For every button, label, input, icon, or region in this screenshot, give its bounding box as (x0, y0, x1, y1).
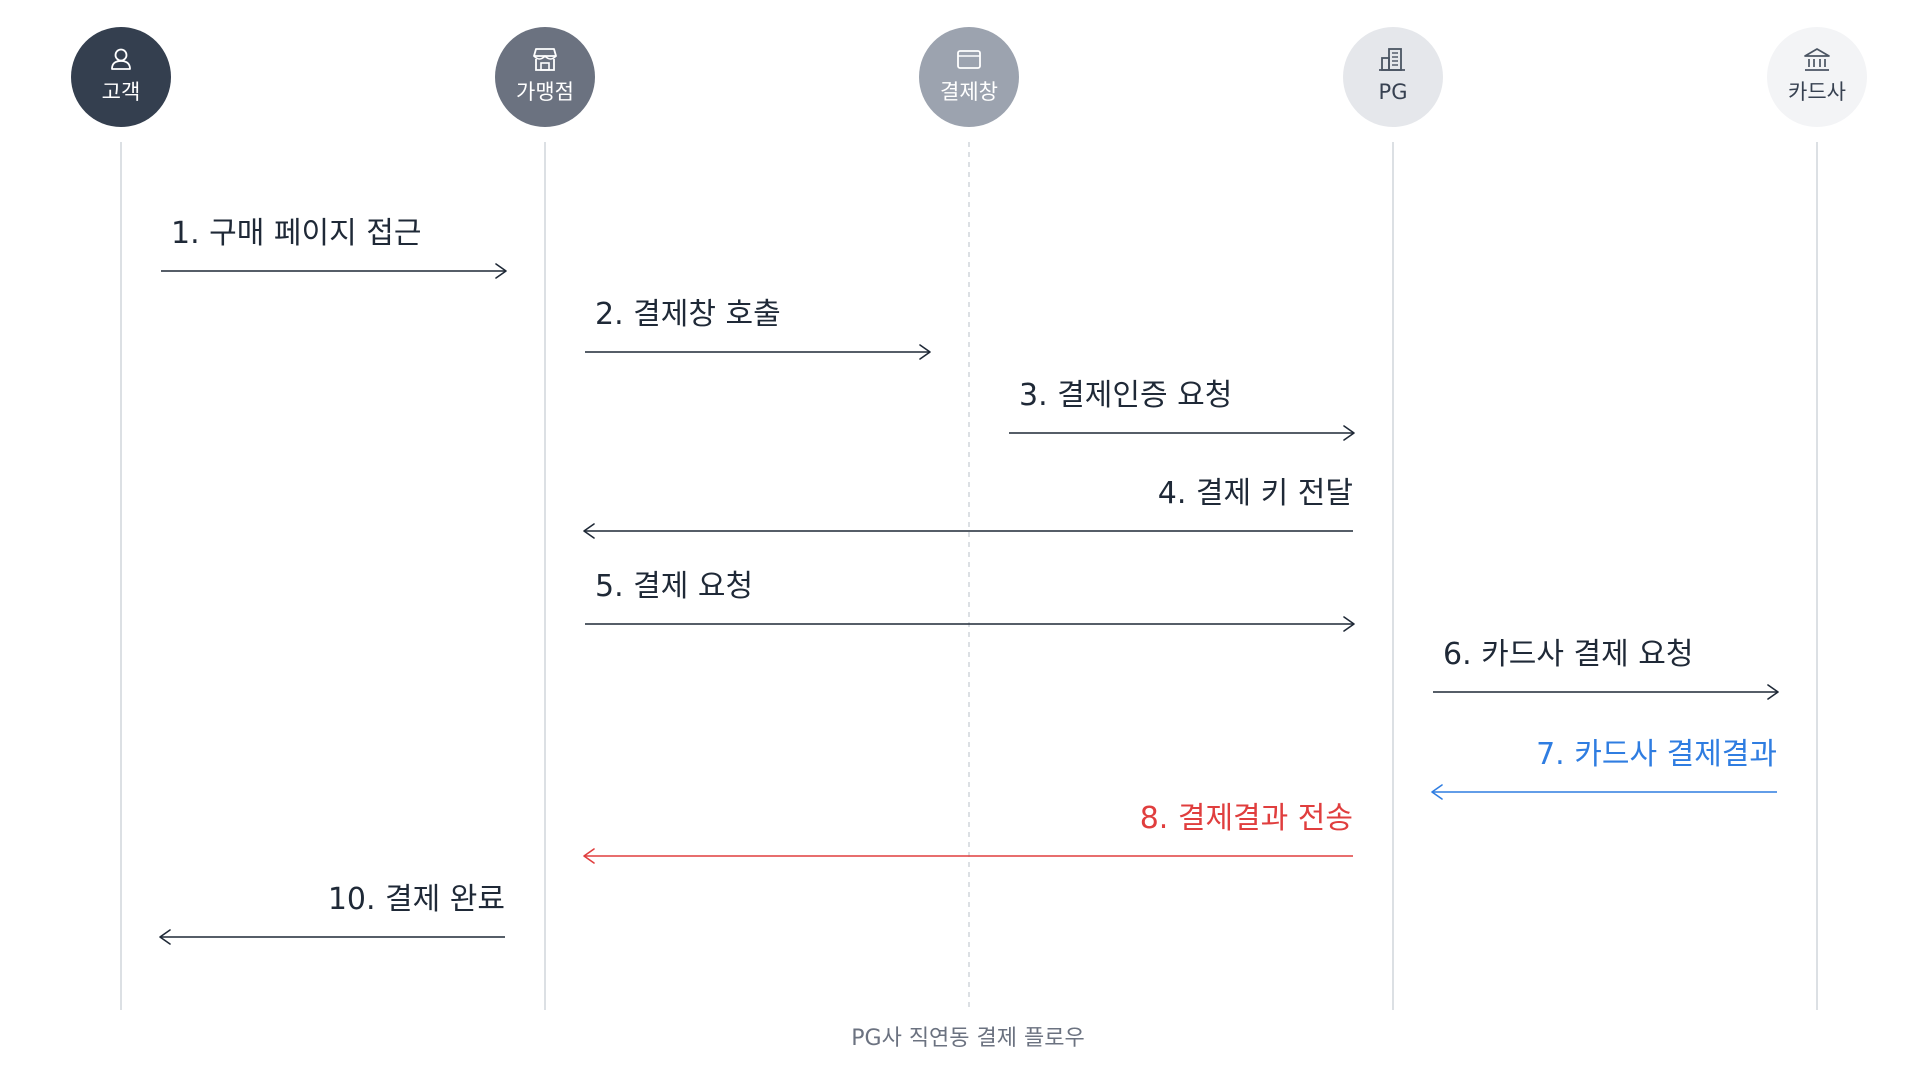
actor-circle (495, 27, 595, 127)
actor-merchant: 가맹점 (495, 27, 595, 127)
window-icon (957, 50, 981, 69)
actor-circle (1767, 27, 1867, 127)
arrowhead-icon (583, 848, 595, 864)
arrowhead-icon (1431, 784, 1443, 800)
message-label: 1. 구매 페이지 접근 (171, 216, 421, 251)
lifelines (120, 142, 1818, 1010)
building-icon (1379, 48, 1405, 71)
actor-customer: 고객 (71, 27, 171, 127)
message-1: 1. 구매 페이지 접근 (161, 216, 507, 279)
arrowhead-icon (1343, 425, 1355, 441)
messages: 1. 구매 페이지 접근 2. 결제창 호출 3. 결제인증 요청 4. 결제 키 전… (159, 216, 1779, 945)
actor-circle (919, 27, 1019, 127)
message-7: 7. 카드사 결제결과 (1431, 737, 1777, 800)
actor-label: 결제창 (940, 80, 998, 104)
arrowhead-icon (919, 344, 931, 360)
person-icon (111, 48, 131, 70)
message-label: 3. 결제인증 요청 (1019, 378, 1232, 413)
message-2: 2. 결제창 호출 (585, 297, 931, 360)
message-label: 5. 결제 요청 (595, 569, 753, 604)
arrowhead-icon (495, 263, 507, 279)
actor-pg: PG (1343, 27, 1443, 127)
message-label: 6. 카드사 결제 요청 (1443, 637, 1693, 672)
actor-label: 가맹점 (516, 80, 574, 104)
actors: 고객 가맹점 결제창 PG 카드사 (71, 27, 1867, 127)
actor-label: 카드사 (1788, 80, 1846, 104)
message-label: 4. 결제 키 전달 (1158, 476, 1353, 511)
message-8: 8. 결제결과 전송 (583, 801, 1353, 864)
message-3: 3. 결제인증 요청 (1009, 378, 1355, 441)
message-6: 6. 카드사 결제 요청 (1433, 637, 1779, 700)
actor-label: PG (1379, 80, 1408, 104)
store-icon (533, 48, 557, 71)
message-label: 10. 결제 완료 (328, 882, 505, 917)
arrowhead-icon (583, 523, 595, 539)
arrowhead-icon (1767, 684, 1779, 700)
actor-payment-window: 결제창 (919, 27, 1019, 127)
actor-card-company: 카드사 (1767, 27, 1867, 127)
actor-label: 고객 (102, 80, 141, 104)
arrowhead-icon (159, 929, 171, 945)
message-label: 7. 카드사 결제결과 (1536, 737, 1777, 772)
arrowhead-icon (1343, 616, 1355, 632)
message-5: 5. 결제 요청 (585, 569, 1355, 632)
message-4: 4. 결제 키 전달 (583, 476, 1353, 539)
bank-icon (1804, 48, 1830, 71)
message-label: 2. 결제창 호출 (595, 297, 781, 332)
diagram-caption: PG사 직연동 결제 플로우 (851, 1026, 1084, 1051)
message-9: 10. 결제 완료 (159, 882, 505, 945)
message-label: 8. 결제결과 전송 (1140, 801, 1353, 836)
actor-circle (71, 27, 171, 127)
actor-circle (1343, 27, 1443, 127)
